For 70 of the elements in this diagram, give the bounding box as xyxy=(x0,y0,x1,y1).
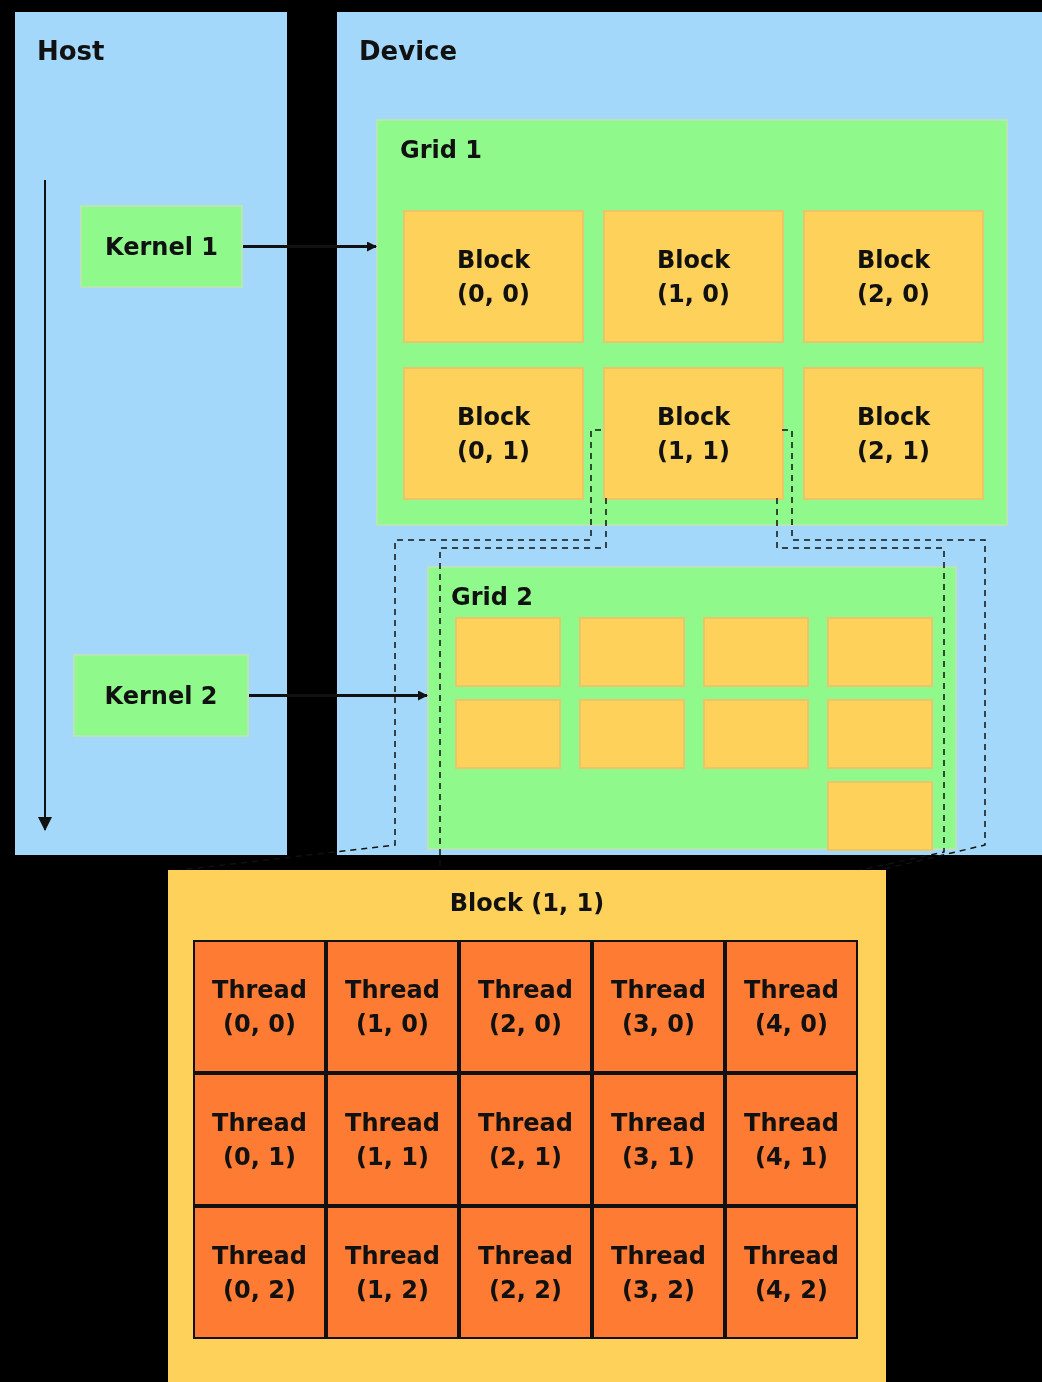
grid-panel xyxy=(427,566,957,850)
label: Thread (4, 2) xyxy=(743,1240,840,1306)
thread-cell xyxy=(459,1206,592,1339)
thread-cell xyxy=(725,940,858,1073)
block-box xyxy=(403,210,584,343)
block-box xyxy=(455,699,561,769)
block-box xyxy=(703,617,809,687)
thread-cell xyxy=(326,1073,459,1206)
label: Thread (1, 0) xyxy=(344,974,441,1040)
panel xyxy=(15,12,287,855)
block-box xyxy=(803,367,984,500)
label: Block (0, 1) xyxy=(455,401,532,467)
block-box xyxy=(603,367,784,500)
kernel-box xyxy=(73,654,249,737)
dashed-line xyxy=(179,429,602,871)
block-box xyxy=(827,781,933,851)
label: Thread (2, 2) xyxy=(477,1240,574,1306)
label: Kernel 1 xyxy=(104,231,219,263)
block-box xyxy=(403,367,584,500)
label: Device xyxy=(359,35,458,68)
block-box xyxy=(579,699,685,769)
block-box xyxy=(803,210,984,343)
label: Kernel 2 xyxy=(103,680,219,712)
label: Thread (0, 2) xyxy=(211,1240,308,1306)
thread-cell xyxy=(725,1206,858,1339)
thread-cell xyxy=(193,1206,326,1339)
label: Thread (3, 2) xyxy=(610,1240,707,1306)
panel xyxy=(337,12,1042,855)
arrow xyxy=(249,690,428,701)
thread-cell xyxy=(725,1073,858,1206)
label: Thread (4, 1) xyxy=(743,1107,840,1173)
kernel-box xyxy=(80,205,243,288)
label: Block (2, 1) xyxy=(855,401,932,467)
label: Thread (2, 0) xyxy=(477,974,574,1040)
thread-cell xyxy=(592,1206,725,1339)
thread-cell xyxy=(459,940,592,1073)
block-box xyxy=(827,699,933,769)
block-box xyxy=(827,617,933,687)
label: Thread (0, 1) xyxy=(211,1107,308,1173)
dashed-line xyxy=(776,497,945,871)
thread-cell xyxy=(326,940,459,1073)
label: Thread (1, 1) xyxy=(344,1107,441,1173)
label: Block (1, 0) xyxy=(655,244,732,310)
label: Thread (3, 0) xyxy=(610,974,707,1040)
block-box xyxy=(703,699,809,769)
arrow xyxy=(243,241,377,252)
label: Thread (2, 1) xyxy=(477,1107,574,1173)
block-panel xyxy=(168,870,886,1382)
label: Thread (0, 0) xyxy=(211,974,308,1040)
label: Host xyxy=(37,35,105,68)
thread-cell xyxy=(592,940,725,1073)
block-box xyxy=(579,617,685,687)
thread-cell xyxy=(592,1073,725,1206)
label: Block (0, 0) xyxy=(455,244,532,310)
thread-cell xyxy=(326,1206,459,1339)
block-box xyxy=(603,210,784,343)
grid-panel xyxy=(376,119,1008,526)
label: Block (1, 1) xyxy=(655,401,732,467)
label: Grid 2 xyxy=(451,582,533,613)
label: Thread (4, 0) xyxy=(743,974,840,1040)
thread-cell xyxy=(193,1073,326,1206)
thread-cell xyxy=(459,1073,592,1206)
thread-cell xyxy=(193,940,326,1073)
block-box xyxy=(455,617,561,687)
label: Block (1, 1) xyxy=(448,888,606,919)
label: Grid 1 xyxy=(400,135,482,166)
label: Thread (1, 2) xyxy=(344,1240,441,1306)
label: Block (2, 0) xyxy=(855,244,932,310)
label: Thread (3, 1) xyxy=(610,1107,707,1173)
dashed-line xyxy=(781,429,986,871)
